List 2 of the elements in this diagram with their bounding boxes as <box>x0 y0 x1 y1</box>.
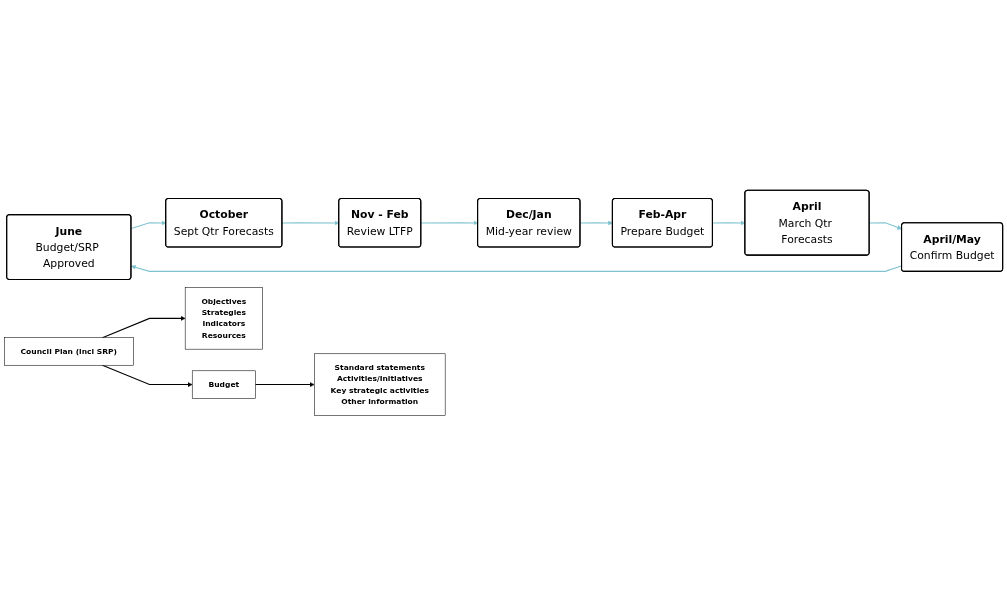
arrow <box>254 382 315 388</box>
arrow <box>579 220 613 226</box>
